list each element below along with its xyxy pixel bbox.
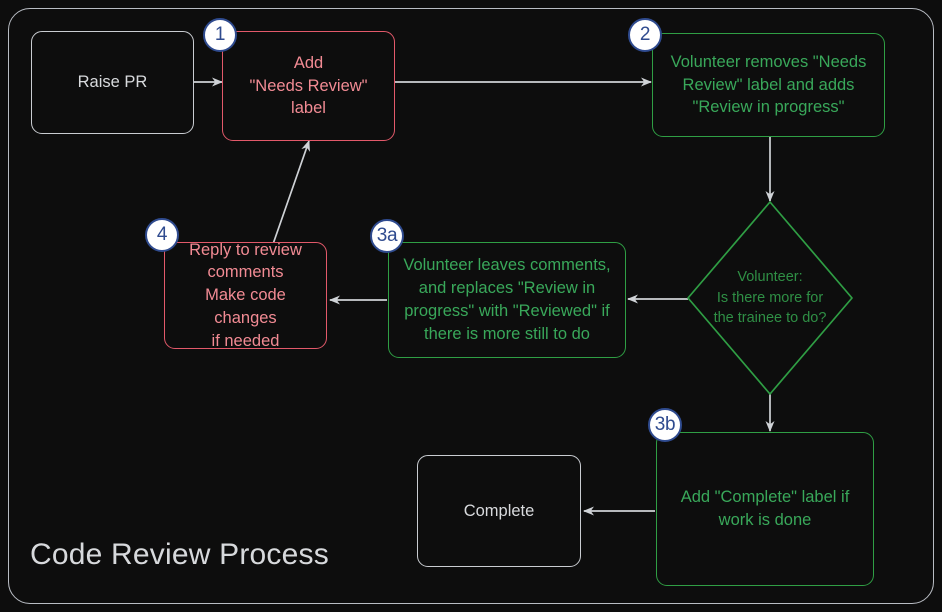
badge-step-2-label: 2 <box>639 24 651 45</box>
badge-step-3a-label: 3a <box>376 225 398 246</box>
badge-step-1: 1 <box>203 18 237 52</box>
decision-diamond-shape[interactable] <box>686 200 854 396</box>
node-reply-to-review-comments[interactable]: Reply to review comments Make code chang… <box>164 241 327 350</box>
node-volunteer-removes-label[interactable]: Volunteer removes "Needs Review" label a… <box>652 33 885 137</box>
node-volunteer-leaves-comments-text: Volunteer leaves comments, and replaces … <box>403 256 611 343</box>
node-add-complete-label-text: Add "Complete" label if work is done <box>680 488 850 529</box>
badge-step-4: 4 <box>145 218 179 252</box>
badge-step-3b-label: 3b <box>654 414 676 435</box>
node-raise-pr[interactable]: Raise PR <box>31 31 194 134</box>
node-volunteer-leaves-comments[interactable]: Volunteer leaves comments, and replaces … <box>388 242 626 358</box>
badge-step-4-label: 4 <box>156 224 168 245</box>
node-add-complete-label[interactable]: Add "Complete" label if work is done <box>656 432 874 586</box>
node-decision-label-text: Volunteer: Is there more for the trainee… <box>713 269 827 327</box>
badge-step-3a: 3a <box>370 219 404 253</box>
node-raise-pr-label: Raise PR <box>77 73 148 92</box>
node-decision-label: Volunteer: Is there more for the trainee… <box>686 200 854 396</box>
badge-step-1-label: 1 <box>214 24 226 45</box>
node-complete[interactable]: Complete <box>417 455 581 567</box>
badge-step-2: 2 <box>628 18 662 52</box>
node-reply-to-review-comments-text: Reply to review comments Make code chang… <box>189 240 302 350</box>
node-add-needs-review-label[interactable]: Add "Needs Review" label <box>222 31 395 141</box>
node-add-needs-review-label-text: Add "Needs Review" label <box>249 53 368 118</box>
node-complete-label: Complete <box>463 501 535 520</box>
diagram-title: Code Review Process <box>30 538 329 571</box>
badge-step-3b: 3b <box>648 408 682 442</box>
node-volunteer-removes-label-text: Volunteer removes "Needs Review" label a… <box>670 52 867 117</box>
